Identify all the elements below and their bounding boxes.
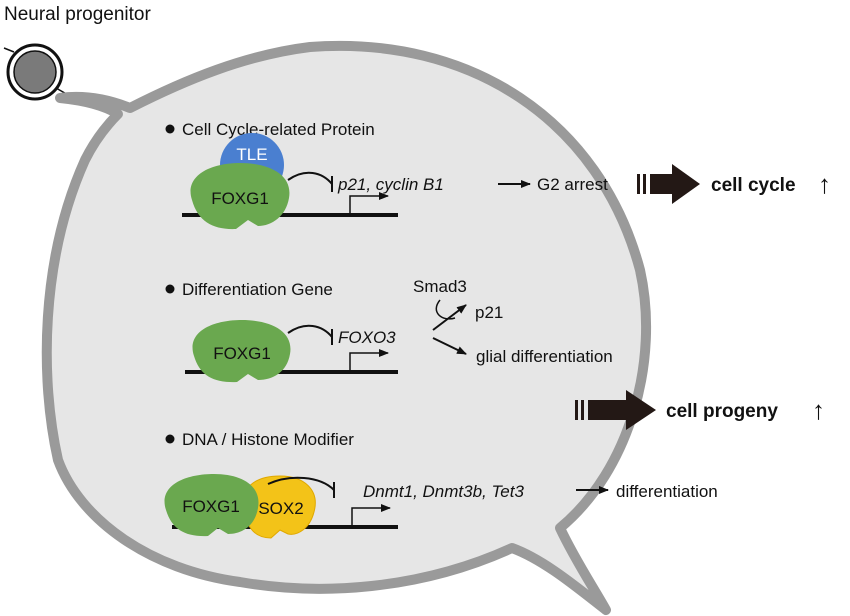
foxg1-protein: [190, 163, 290, 230]
bullet-icon: [165, 434, 175, 444]
bullet-icon: [165, 124, 175, 134]
foxg1-label: FOXG1: [211, 189, 269, 208]
up-arrow-icon: ↑: [818, 169, 831, 199]
tle-label: TLE: [236, 145, 267, 164]
foxg1-protein: [192, 320, 291, 383]
outcome-g2-arrest: G2 arrest: [537, 175, 608, 194]
sox2-label: SOX2: [258, 499, 303, 518]
cofactor-smad3: Smad3: [413, 277, 467, 296]
section-heading-differentiation: Differentiation Gene: [182, 280, 333, 299]
section-cell-cycle: Cell Cycle-related Protein TLE FOXG1 p21…: [165, 120, 608, 230]
progenitor-cell-icon: [3, 43, 71, 101]
section-heading-dna-histone: DNA / Histone Modifier: [182, 430, 354, 449]
section-dna-histone: DNA / Histone Modifier SOX2 FOXG1 Dnmt1,…: [164, 430, 718, 539]
bullet-icon: [165, 284, 175, 294]
section-heading-cell-cycle: Cell Cycle-related Protein: [182, 120, 375, 139]
sox2-protein: [243, 475, 316, 539]
promoter-arrow: [351, 504, 391, 527]
outcome-glial-differentiation: glial differentiation: [476, 347, 613, 366]
target-gene-foxo3: FOXO3: [338, 328, 396, 347]
section-differentiation: Differentiation Gene FOXG1 FOXO3 Smad3 p…: [165, 277, 613, 383]
inhibition-line: [267, 476, 335, 491]
up-arrow-icon: ↑: [812, 395, 825, 425]
outcome-differentiation: differentiation: [616, 482, 718, 501]
promoter-arrow: [349, 349, 389, 372]
big-arrow-cell-progeny: [575, 390, 656, 430]
promoter-arrow: [349, 192, 389, 215]
inhibition-line: [287, 324, 333, 338]
big-arrow-cell-cycle: [637, 164, 700, 204]
outcome-p21: p21: [475, 303, 503, 322]
target-genes-dna-histone: Dnmt1, Dnmt3b, Tet3: [363, 482, 524, 501]
inhibition-line: [287, 171, 333, 185]
foxg1-label: FOXG1: [182, 497, 240, 516]
foxg1-label: FOXG1: [213, 344, 271, 363]
target-genes-cell-cycle: p21, cyclin B1: [337, 175, 444, 194]
result-cell-progeny: cell progeny: [666, 401, 778, 422]
foxg1-protein: [164, 474, 259, 537]
diagram-title: Neural progenitor: [4, 4, 151, 25]
smad3-connector: [435, 299, 456, 320]
activation-arrow: [432, 337, 467, 355]
activation-arrow: [432, 304, 467, 331]
result-cell-cycle: cell cycle: [711, 175, 796, 196]
